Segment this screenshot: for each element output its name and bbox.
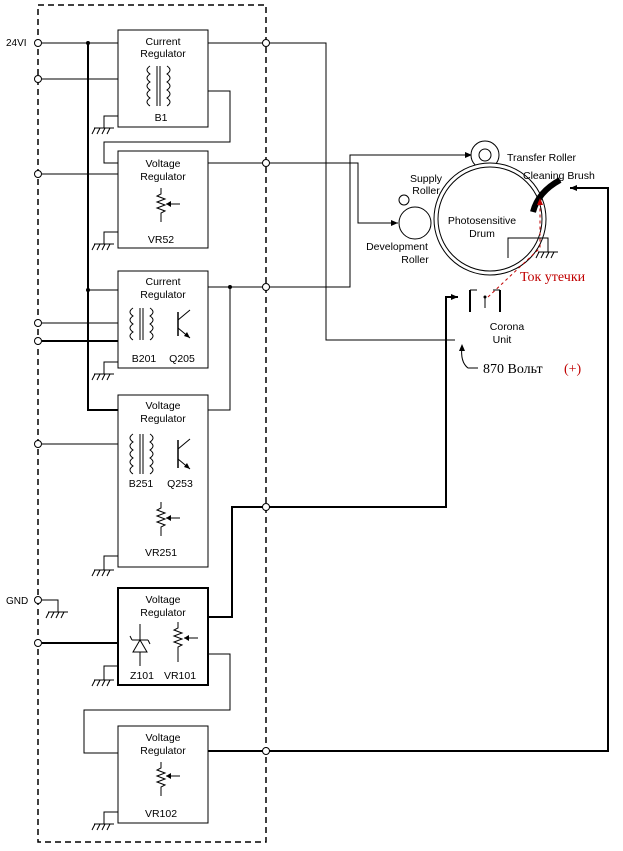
voltage-sign-annotation: (+) (564, 362, 582, 377)
photosensitive-drum (433, 162, 547, 276)
drum-label-line2: Drum (469, 228, 495, 240)
part-label: Z101 (130, 670, 154, 682)
potentiometer-icon (155, 762, 180, 796)
development-roller-label-line1: Development (366, 241, 428, 253)
part-label: VR102 (145, 808, 177, 820)
block-title-line1: Voltage (145, 732, 180, 744)
ground-icon (91, 811, 118, 831)
part-label: VR101 (164, 670, 196, 682)
part-label: B251 (129, 478, 154, 490)
transformer-icon (129, 433, 154, 475)
drum-ground-icon (507, 237, 558, 259)
block-title-line2: Regulator (140, 745, 186, 757)
terminal-24v-label: 24VI (6, 38, 27, 49)
part-label: B1 (155, 112, 168, 124)
potentiometer-icon (155, 502, 180, 536)
voltage-annotation: 870 Вольт (483, 362, 543, 377)
potentiometer-icon (155, 188, 180, 222)
voltage-regulator-vr52: Voltage Regulator VR52 (91, 150, 209, 251)
transistor-icon (177, 309, 191, 339)
supply-roller (398, 194, 410, 206)
ground-icon (91, 665, 118, 687)
transformer-icon (146, 65, 171, 107)
part-label: VR52 (148, 234, 174, 246)
voltage-regulator-vr102: Voltage Regulator VR102 (91, 725, 209, 831)
current-regulator-b1: Current Regulator B1 (91, 29, 209, 135)
block-title-line2: Regulator (140, 289, 186, 301)
part-label: B201 (132, 353, 157, 365)
block-title-line1: Voltage (145, 158, 180, 170)
leak-current-path (487, 198, 543, 298)
input-wiring (42, 41, 232, 754)
block-title-line1: Voltage (145, 594, 180, 606)
ground-icon (91, 361, 118, 381)
output-wiring (208, 42, 609, 752)
cleaning-brush (530, 177, 562, 213)
transistor-icon (177, 438, 191, 470)
transformer-icon (129, 307, 154, 341)
output-terminals (262, 39, 270, 755)
leak-current-annotation: Ток утечки (520, 270, 586, 285)
part-label: Q253 (167, 478, 193, 490)
block-title-line1: Current (145, 276, 180, 288)
voltage-regulator-vr251: Voltage Regulator B251 Q253 VR251 (91, 394, 209, 577)
voltage-regulator-vr101: Voltage Regulator Z101 VR101 (91, 587, 209, 687)
ground-icon (91, 231, 118, 251)
corona-unit-label-line1: Corona (490, 321, 525, 333)
voltage-pointer (459, 344, 478, 369)
transfer-roller-label: Transfer Roller (507, 152, 577, 164)
terminal-gnd-label: GND (6, 596, 28, 607)
development-roller (398, 206, 432, 240)
block-title-line2: Regulator (140, 171, 186, 183)
gnd-ground-icon (42, 599, 68, 619)
input-terminals (34, 39, 42, 647)
ground-icon (91, 115, 118, 135)
block-title-line2: Regulator (140, 607, 186, 619)
supply-roller-label-line1: Supply (410, 173, 443, 185)
block-title-line1: Voltage (145, 400, 180, 412)
potentiometer-icon (172, 622, 198, 662)
current-regulator-b201: Current Regulator B201 Q205 (91, 270, 209, 381)
supply-roller-label-line2: Roller (412, 185, 440, 197)
corona-unit-label-line2: Unit (493, 334, 512, 346)
part-label: VR251 (145, 547, 177, 559)
zener-diode-icon (129, 624, 151, 666)
block-title-line1: Current (145, 36, 180, 48)
corona-unit (469, 289, 501, 312)
cleaning-brush-label: Cleaning Brush (523, 170, 595, 182)
block-title-line2: Regulator (140, 48, 186, 60)
part-label: Q205 (169, 353, 195, 365)
ground-icon (91, 555, 118, 577)
board-outline (37, 4, 267, 843)
block-title-line2: Regulator (140, 413, 186, 425)
drum-label-line1: Photosensitive (448, 215, 516, 227)
development-roller-label-line2: Roller (401, 254, 429, 266)
